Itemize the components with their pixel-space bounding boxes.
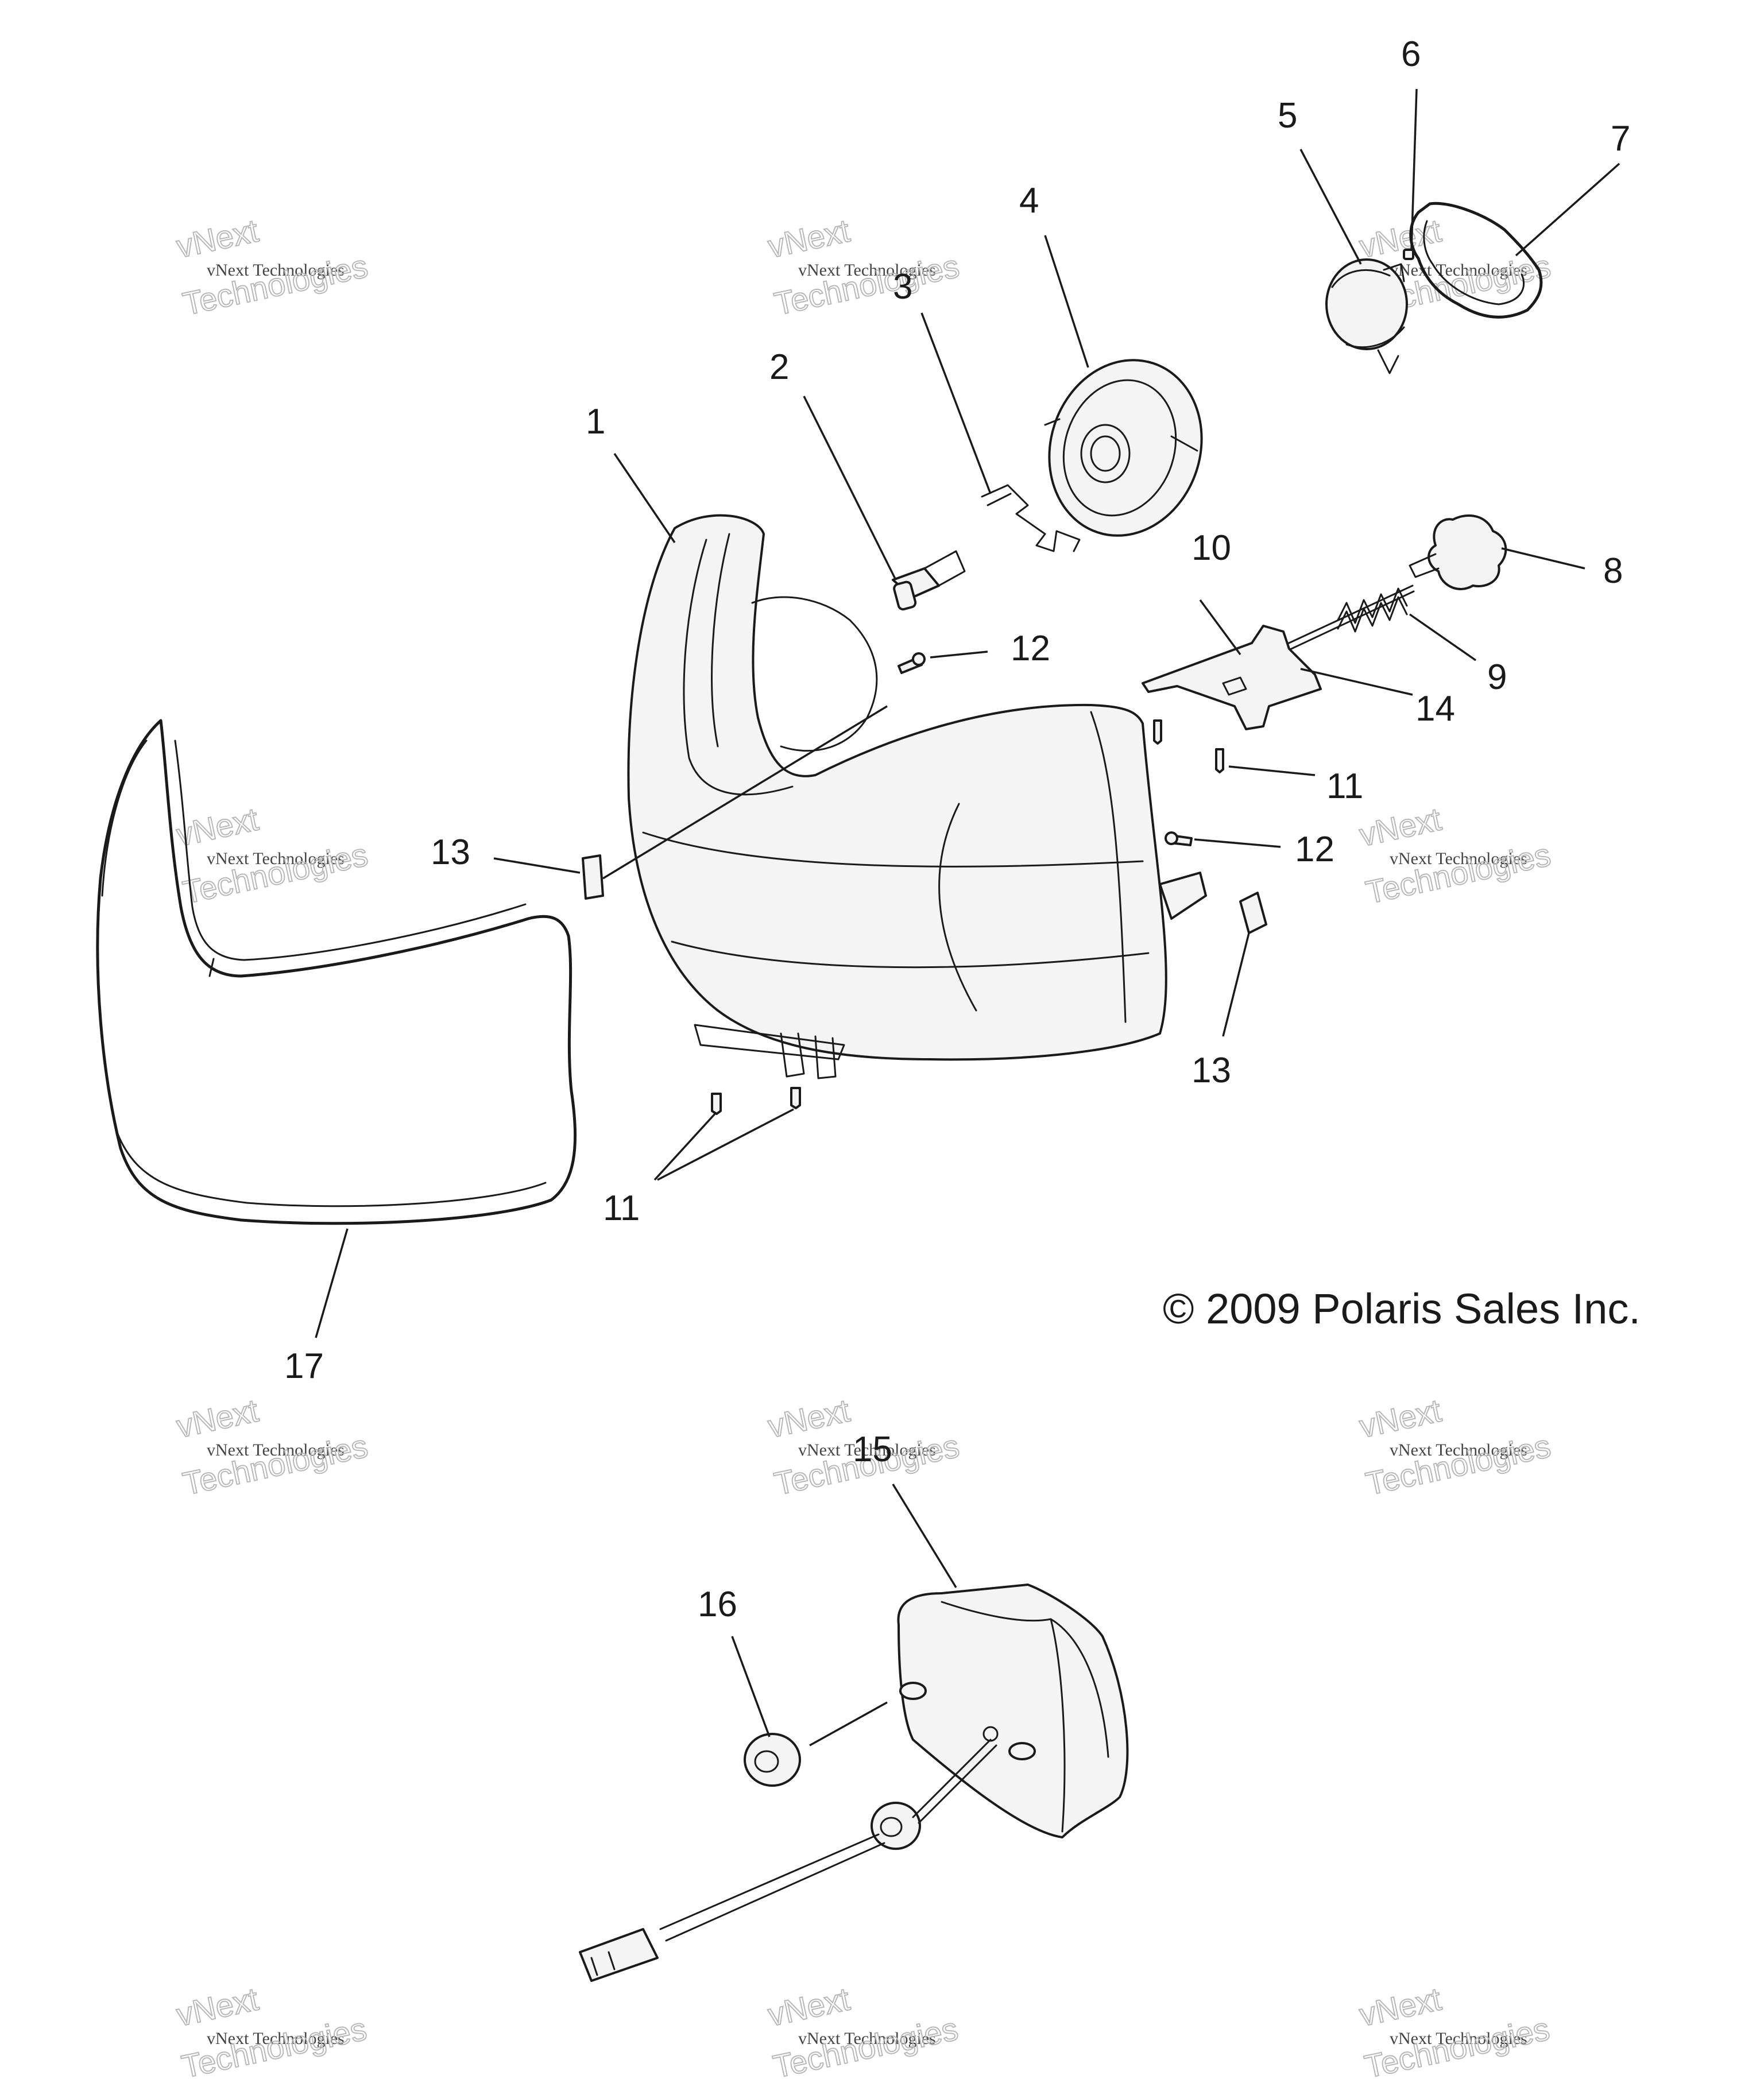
callout-8: 8 [1603, 551, 1623, 591]
callout-7: 7 [1611, 119, 1630, 158]
svg-text:vNext Technologies: vNext Technologies [1390, 1441, 1527, 1459]
part-grommet-16 [744, 1733, 921, 1850]
part-housing-1 [627, 514, 1207, 1079]
callout-16: 16 [698, 1585, 737, 1624]
watermark: vNext vNext Technologies Technologies [173, 211, 372, 322]
part-bracket-10 [1142, 625, 1322, 730]
svg-text:vNext Technologies: vNext Technologies [207, 261, 345, 280]
svg-text:vNext: vNext [1356, 800, 1445, 853]
svg-text:vNext: vNext [765, 1392, 853, 1444]
callout-5: 5 [1278, 96, 1297, 135]
svg-text:vNext Technologies: vNext Technologies [798, 261, 936, 280]
part-gasket-7 [1409, 202, 1543, 319]
callout-17: 17 [284, 1346, 324, 1386]
callout-1: 1 [586, 402, 605, 442]
svg-text:vNext Technologies: vNext Technologies [1390, 2029, 1527, 2048]
part-spring-9 [1337, 587, 1408, 633]
watermark: vNext vNext Technologies Technologies [1356, 1980, 1553, 2079]
part-seal-17 [96, 719, 577, 1225]
watermark: vNext vNext Technologies Technologies [1356, 800, 1554, 911]
watermark: vNext vNext Technologies Technologies [1356, 1391, 1554, 1502]
part-screws-11 [711, 719, 1224, 1115]
watermark: vNext vNext Technologies Technologies [764, 211, 963, 322]
svg-text:vNext Technologies: vNext Technologies [207, 849, 345, 868]
svg-text:vNext: vNext [173, 212, 262, 264]
part-bulb-2 [892, 550, 966, 611]
part-lamp-unit-15 [897, 1584, 1129, 1838]
svg-text:vNext: vNext [173, 1392, 262, 1444]
callout-13-lower: 13 [1192, 1051, 1231, 1090]
svg-text:vNext: vNext [765, 212, 853, 264]
part-screw-6 [1403, 249, 1414, 260]
svg-text:vNext: vNext [1356, 212, 1445, 264]
part-lamp-5 [1325, 258, 1408, 374]
callout-12-lower: 12 [1295, 830, 1334, 869]
callout-9: 9 [1487, 657, 1507, 697]
watermark: vNext vNext Technologies Technologies [173, 1980, 370, 2079]
copyright-notice: © 2009 Polaris Sales Inc. [1163, 1285, 1641, 1333]
callout-4: 4 [1019, 181, 1039, 220]
callout-6: 6 [1401, 34, 1421, 74]
svg-text:vNext: vNext [1356, 1980, 1445, 2032]
part-reflector-4 [1044, 359, 1203, 537]
callout-3: 3 [893, 267, 912, 307]
svg-text:vNext Technologies: vNext Technologies [1390, 261, 1527, 280]
callout-12: 12 [1011, 629, 1050, 668]
part-bolts-12 [898, 652, 1193, 846]
svg-text:vNext Technologies: vNext Technologies [798, 1441, 936, 1459]
watermark: vNext vNext Technologies Technologies [173, 800, 372, 911]
callout-10: 10 [1192, 528, 1231, 568]
svg-text:vNext: vNext [765, 1980, 853, 2032]
callout-2: 2 [769, 347, 789, 387]
callout-15: 15 [853, 1430, 892, 1469]
watermark: vNext vNext Technologies Technologies [173, 1391, 372, 1502]
part-clipnuts-13 [582, 854, 1267, 934]
svg-text:vNext: vNext [173, 1980, 262, 2032]
callout-13: 13 [431, 833, 470, 872]
part-knob-8 [1409, 514, 1507, 590]
leader-lines [315, 88, 1620, 1747]
callouts: 1 2 3 4 5 6 7 8 9 10 11 11 12 12 13 13 1… [284, 34, 1630, 1624]
watermarks: vNext vNext Technologies Technologies vN… [173, 211, 1554, 2079]
svg-text:vNext Technologies: vNext Technologies [207, 2029, 345, 2048]
callout-14: 14 [1415, 689, 1455, 729]
svg-text:vNext Technologies: vNext Technologies [207, 1441, 345, 1459]
svg-text:vNext: vNext [1356, 1392, 1445, 1444]
part-clip-3 [981, 484, 1081, 552]
svg-text:vNext Technologies: vNext Technologies [1390, 849, 1527, 868]
svg-text:vNext Technologies: vNext Technologies [798, 2029, 936, 2048]
callout-11-lower: 11 [603, 1188, 640, 1228]
callout-11: 11 [1326, 766, 1363, 806]
watermark: vNext vNext Technologies Technologies [764, 1980, 962, 2079]
part-wire-harness [579, 1739, 997, 1982]
